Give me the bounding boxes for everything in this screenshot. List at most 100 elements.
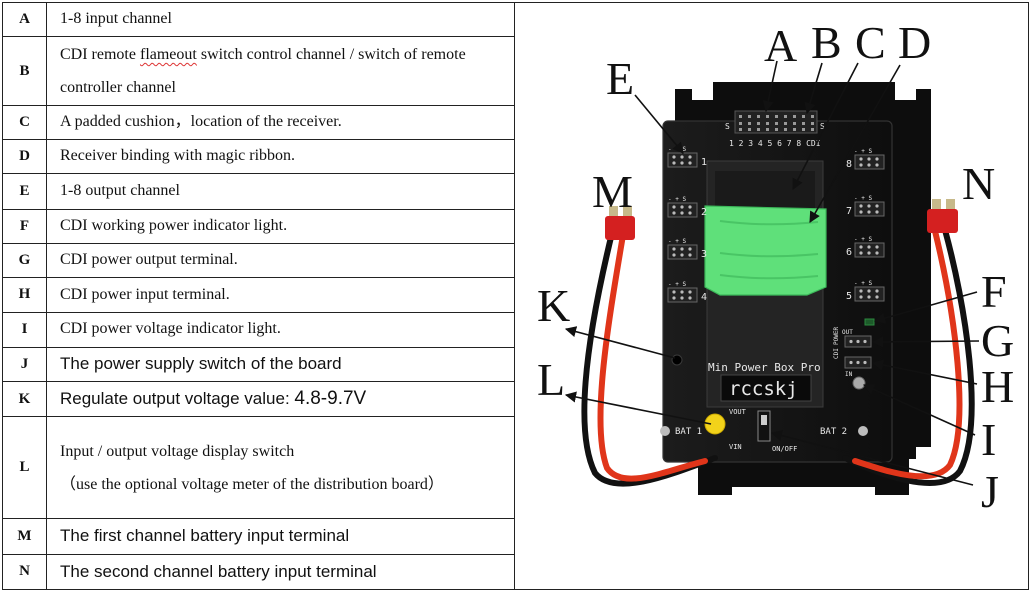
legend-text: The second channel battery input termina… xyxy=(46,553,515,591)
legend-key: F xyxy=(2,208,47,245)
legend-key: C xyxy=(2,104,47,141)
svg-text:3: 3 xyxy=(701,249,707,260)
legend-text: The first channel battery input terminal xyxy=(46,518,515,555)
legend-key: B xyxy=(2,36,47,106)
svg-text:- + S: - + S xyxy=(854,195,872,202)
right-output-channels: - + S 8 - + S 7 - + S 6 - + S 5 xyxy=(846,148,885,302)
legend-key: I xyxy=(2,311,47,348)
callout-j: J xyxy=(981,466,999,517)
svg-text:S: S xyxy=(725,122,730,131)
legend-text: CDI power output terminal. xyxy=(46,242,515,279)
callout-d: D xyxy=(898,17,931,68)
legend-text: Receiver binding with magic ribbon. xyxy=(46,139,515,175)
callout-c: C xyxy=(855,17,886,68)
legend-row-j: J The power supply switch of the board xyxy=(2,346,515,383)
spellcheck-underline: flameout xyxy=(139,46,197,64)
battery-connector-m xyxy=(605,206,635,240)
legend-row-n: N The second channel battery input termi… xyxy=(2,553,515,591)
svg-text:VOUT: VOUT xyxy=(729,408,747,416)
svg-text:VIN: VIN xyxy=(729,443,742,451)
power-box-diagram: S S 1 2 3 4 5 6 7 8 CDI - + S 1 - + S 2 … xyxy=(537,17,1014,517)
svg-text:- + S: - + S xyxy=(854,280,872,287)
voltage-adjust-hole xyxy=(671,354,683,366)
legend-row-i: I CDI power voltage indicator light. xyxy=(2,311,515,348)
voltage-range: 4.8-9.7V xyxy=(294,387,367,409)
voltage-display-switch xyxy=(704,413,726,435)
svg-text:- + S: - + S xyxy=(854,236,872,243)
input-channel-numbers: 1 2 3 4 5 6 7 8 CDI xyxy=(729,139,821,148)
legend-key: A xyxy=(2,1,47,38)
legend-text: CDI remote flameout switch control chann… xyxy=(46,36,515,106)
svg-text:- + S: - + S xyxy=(854,148,872,155)
cdi-working-led xyxy=(864,318,875,326)
svg-text:7: 7 xyxy=(846,206,852,217)
product-photo: S S 1 2 3 4 5 6 7 8 CDI - + S 1 - + S 2 … xyxy=(515,2,1029,590)
callout-a: A xyxy=(764,20,797,71)
svg-text:- + S: - + S xyxy=(668,281,686,288)
legend-key: M xyxy=(2,518,47,555)
input-header: S S 1 2 3 4 5 6 7 8 CDI xyxy=(725,110,825,148)
callout-arrows xyxy=(564,60,980,486)
legend-key: J xyxy=(2,346,47,383)
legend-row-f: F CDI working power indicator light. xyxy=(2,208,515,245)
legend-key: G xyxy=(2,242,47,279)
legend-row-m: M The first channel battery input termin… xyxy=(2,518,515,555)
legend-text: CDI power voltage indicator light. xyxy=(46,311,515,348)
legend-row-d: D Receiver binding with magic ribbon. xyxy=(2,139,515,175)
legend-row-b: B CDI remote flameout switch control cha… xyxy=(2,36,515,106)
legend-key: E xyxy=(2,173,47,210)
svg-text:8: 8 xyxy=(846,159,852,170)
legend-text: CDI working power indicator light. xyxy=(46,208,515,245)
legend-row-g: G CDI power output terminal. xyxy=(2,242,515,279)
legend-key: D xyxy=(2,139,47,175)
legend-text: The power supply switch of the board xyxy=(46,346,515,383)
callout-f: F xyxy=(981,266,1007,317)
callout-h: H xyxy=(981,361,1014,412)
svg-text:2: 2 xyxy=(701,207,707,218)
callout-letters: A B C D E F G H I J K L M N xyxy=(537,17,1014,517)
callout-n: N xyxy=(962,158,995,209)
legend-table: A 1-8 input channel B CDI remote flameou… xyxy=(2,1,515,591)
svg-text:4: 4 xyxy=(701,292,707,303)
legend-key: K xyxy=(2,381,47,418)
cdi-section: CDI POWER OUT IN xyxy=(833,318,875,390)
legend-row-e: E 1-8 output channel xyxy=(2,173,515,210)
svg-text:6: 6 xyxy=(846,247,852,258)
legend-text: A padded cushion，location of the receive… xyxy=(46,104,515,141)
callout-g: G xyxy=(981,315,1014,366)
svg-text:5: 5 xyxy=(846,291,852,302)
battery-connector-n xyxy=(927,199,958,233)
svg-text:S: S xyxy=(820,122,825,131)
callout-k: K xyxy=(537,280,570,331)
legend-key: L xyxy=(2,416,47,520)
legend-text: Regulate output voltage value: 4.8-9.7V xyxy=(46,381,515,418)
legend-key: H xyxy=(2,277,47,313)
svg-text:ON/OFF: ON/OFF xyxy=(772,445,797,453)
product-name: Min Power Box Pro xyxy=(708,361,821,374)
svg-text:IN: IN xyxy=(845,371,853,378)
callout-i: I xyxy=(981,414,996,465)
legend-text: Input / output voltage display switch（us… xyxy=(46,416,515,520)
legend-key: N xyxy=(2,553,47,591)
legend-row-h: H CDI power input terminal. xyxy=(2,277,515,313)
svg-text:- + S: - + S xyxy=(668,238,686,245)
callout-e: E xyxy=(606,53,634,104)
cdi-voltage-led xyxy=(852,376,866,390)
svg-text:POWER: POWER xyxy=(833,327,840,345)
legend-row-a: A 1-8 input channel xyxy=(2,1,515,38)
callout-m: M xyxy=(592,166,633,217)
legend-row-l: L Input / output voltage display switch（… xyxy=(2,416,515,520)
svg-text:1: 1 xyxy=(701,157,707,168)
legend-text: CDI power input terminal. xyxy=(46,277,515,313)
legend-row-k: K Regulate output voltage value: 4.8-9.7… xyxy=(2,381,515,418)
svg-text:OUT: OUT xyxy=(842,329,853,336)
legend-row-c: C A padded cushion，location of the recei… xyxy=(2,104,515,141)
svg-text:BAT 1: BAT 1 xyxy=(675,427,702,437)
velcro-ribbon xyxy=(704,205,827,296)
brand-logo: rccskj xyxy=(729,378,798,400)
legend-text: 1-8 input channel xyxy=(46,1,515,38)
svg-text:BAT 2: BAT 2 xyxy=(820,427,847,437)
callout-b: B xyxy=(811,17,842,68)
callout-l: L xyxy=(537,354,565,405)
svg-text:- + S: - + S xyxy=(668,196,686,203)
